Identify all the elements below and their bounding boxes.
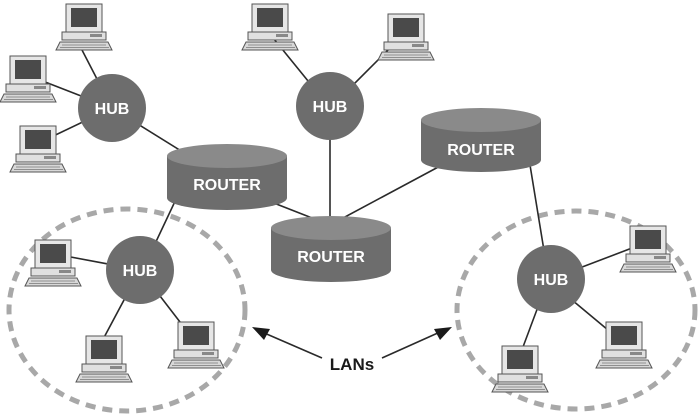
router-label: ROUTER [447,142,515,159]
computer-icon [491,345,549,393]
computer-icon [55,3,113,51]
arrow-right-icon [434,327,452,340]
computer-icon [75,335,133,383]
router-center: ROUTER [271,216,391,282]
router-label: ROUTER [193,177,261,194]
hub-label: HUB [313,99,348,116]
router-left: ROUTER [167,144,287,210]
hub-top-left: HUB [78,74,146,142]
computer-icon [241,3,299,51]
hub-lan-right: HUB [517,245,585,313]
hub-top-center: HUB [296,72,364,140]
computer-icon [0,55,57,103]
computer-icon [377,13,435,61]
lan-boundary-left [6,206,248,414]
computer-icon [9,125,67,173]
hub-label: HUB [95,101,130,118]
router-label: ROUTER [297,249,365,266]
computer-icon [595,321,653,369]
lan-boundary-right [454,208,698,412]
router-right: ROUTER [421,108,541,172]
hub-label: HUB [123,263,158,280]
arrow-left-icon [252,327,270,340]
hub-label: HUB [534,272,569,289]
computer-icon [167,321,225,369]
lans-label: LANs [330,355,374,374]
hub-lan-left: HUB [106,236,174,304]
